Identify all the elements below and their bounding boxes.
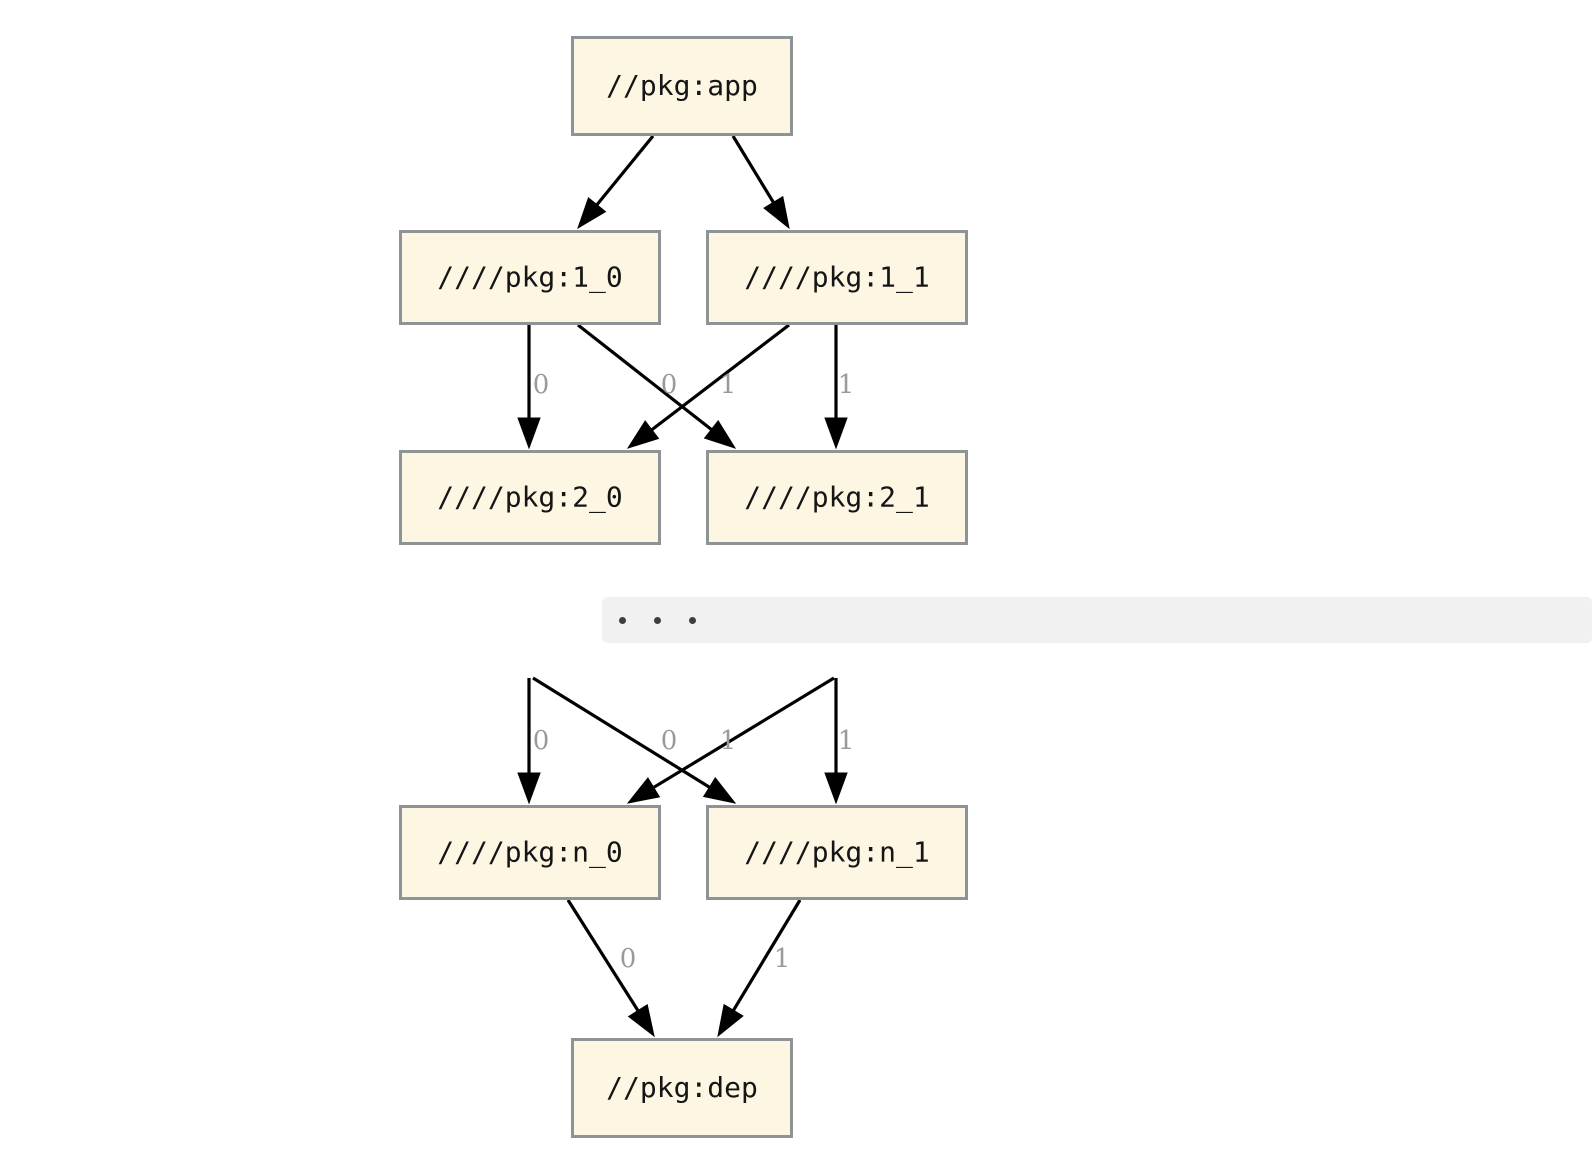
edge-label: 0	[533, 370, 550, 400]
edge-line	[732, 899, 802, 1012]
edge-label: 1	[774, 944, 791, 974]
edge-label: 1	[720, 370, 737, 400]
node-box[interactable]	[399, 450, 661, 545]
graph-node[interactable]: ////pkg:1_0	[399, 230, 661, 325]
edge-arrowhead-icon	[824, 772, 848, 805]
edge-label: 1	[838, 726, 855, 756]
ellipsis-dot	[654, 616, 661, 624]
edge-arrowhead-icon	[517, 417, 541, 450]
edge-line	[650, 323, 790, 432]
edge-arrowhead-icon	[517, 772, 541, 805]
edge-arrowhead-icon	[626, 777, 661, 804]
edge-line	[731, 135, 775, 204]
node-box[interactable]	[706, 230, 968, 325]
graph-edge	[566, 899, 655, 1038]
edge-arrowhead-icon	[702, 776, 737, 804]
node-label: ////pkg:n_1	[744, 836, 929, 870]
node-box[interactable]	[571, 36, 793, 136]
graph-node[interactable]: //pkg:dep	[571, 1038, 793, 1138]
graph-edge	[626, 323, 790, 449]
nodes-layer: //pkg:app ////pkg:1_0 ////pkg:1_1 ////pkg:2…	[399, 36, 968, 1138]
edge-arrowhead-icon	[627, 1003, 655, 1038]
graph-node[interactable]: ////pkg:2_1	[706, 450, 968, 545]
edge-label: 1	[838, 370, 855, 400]
node-label: //pkg:app	[606, 69, 758, 102]
edge-line	[532, 676, 711, 789]
node-box[interactable]	[399, 805, 661, 900]
edge-arrowhead-icon	[577, 196, 607, 230]
edge-label: 0	[661, 370, 678, 400]
edge-arrowhead-icon	[824, 417, 848, 450]
edge-line	[595, 134, 655, 206]
edge-line	[577, 323, 713, 431]
edge-label: 1	[720, 726, 737, 756]
edge-labels-layer: 0 0 1 1 0 0 1 1 0 1	[533, 370, 855, 974]
graph-edge	[577, 134, 655, 230]
graph-node[interactable]: ////pkg:2_0	[399, 450, 661, 545]
node-label: ////pkg:1_0	[437, 261, 622, 295]
graph-node[interactable]: ////pkg:n_0	[399, 805, 661, 900]
node-box[interactable]	[706, 450, 968, 545]
ellipsis-band	[602, 597, 1592, 643]
edge-line	[566, 899, 640, 1012]
graph-edge	[626, 676, 835, 804]
edges-layer	[517, 134, 848, 1038]
node-label: ////pkg:2_0	[437, 481, 622, 515]
graph-node[interactable]: ////pkg:n_1	[706, 805, 968, 900]
edge-line	[652, 676, 835, 789]
graph-edge	[517, 325, 541, 450]
ellipsis-dot	[689, 616, 696, 624]
graph-node[interactable]: ////pkg:1_1	[706, 230, 968, 325]
graph-edge	[517, 678, 541, 805]
ellipsis-dots-icon	[619, 613, 724, 627]
graph-edge	[532, 676, 737, 804]
node-box[interactable]	[571, 1038, 793, 1138]
graph-edge	[824, 678, 848, 805]
node-label: //pkg:dep	[606, 1071, 758, 1104]
edge-arrowhead-icon	[763, 195, 790, 230]
edge-arrowhead-icon	[626, 420, 660, 449]
edge-label: 0	[661, 726, 678, 756]
graph-edge	[824, 325, 848, 450]
ellipsis-dot	[619, 616, 626, 624]
edge-label: 0	[533, 726, 550, 756]
edge-arrowhead-icon	[717, 1003, 744, 1038]
graph-node[interactable]: //pkg:app	[571, 36, 793, 136]
node-label: ////pkg:2_1	[744, 481, 929, 515]
edge-label: 0	[620, 944, 637, 974]
graph-edge	[717, 899, 802, 1038]
node-box[interactable]	[399, 230, 661, 325]
graph-edge	[731, 135, 790, 230]
node-label: ////pkg:1_1	[744, 261, 929, 295]
graph-edge	[577, 323, 737, 449]
node-label: ////pkg:n_0	[437, 836, 622, 870]
node-box[interactable]	[706, 805, 968, 900]
edge-arrowhead-icon	[703, 419, 737, 449]
